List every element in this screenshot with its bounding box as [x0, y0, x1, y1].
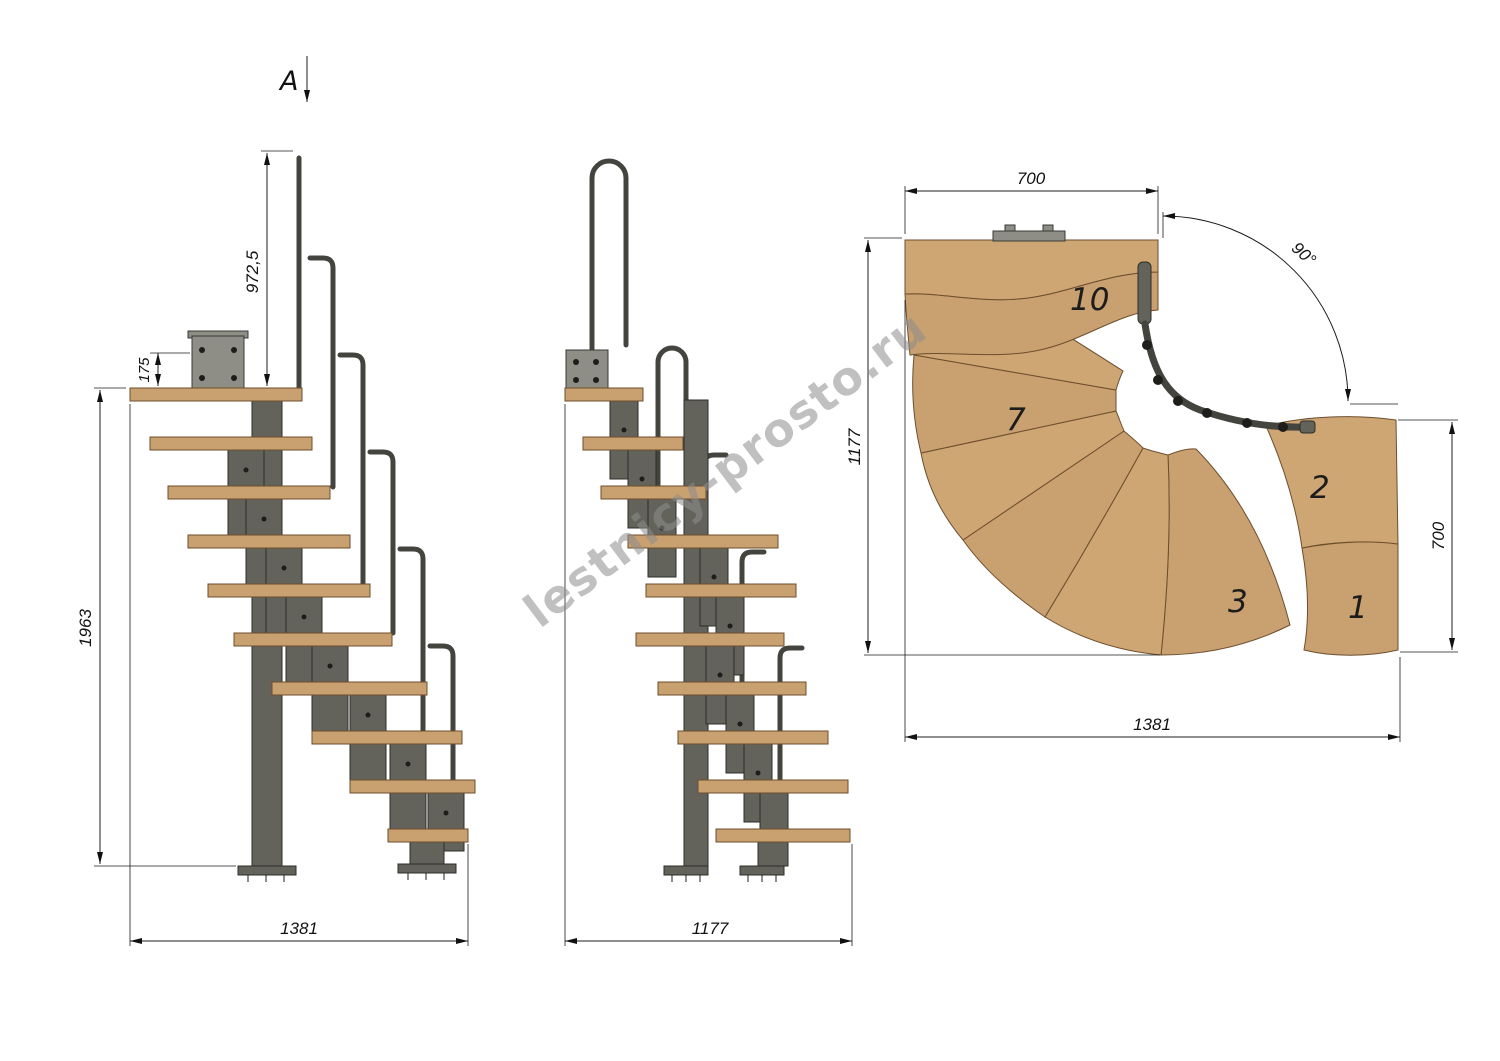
tread-board	[187, 534, 351, 549]
side-elevation-view: A	[76, 56, 476, 946]
plan-tread-3	[1160, 448, 1291, 656]
tread-number: 1	[1348, 590, 1368, 626]
tread-board	[233, 632, 393, 647]
dim-text-front-total-width: 1177	[692, 919, 729, 938]
tread-board	[715, 828, 851, 843]
tread-stack	[564, 387, 851, 843]
plan-landing	[904, 239, 1159, 301]
dim-text-top-step-height: 175	[136, 357, 153, 383]
wall-bracket	[187, 330, 249, 391]
front-elevation-view: 1177	[564, 158, 853, 946]
plan-handrail	[1137, 261, 1316, 434]
dim-text-plan-bottom-width: 1381	[1133, 715, 1171, 734]
tread-number: 2	[1310, 470, 1330, 506]
tread-number: 7	[1006, 402, 1026, 438]
tread-board	[627, 534, 779, 549]
dim-text-plan-left-depth: 1177	[845, 428, 864, 465]
wall-bracket	[565, 349, 609, 389]
wall-bracket	[992, 224, 1066, 242]
dim-side-total-run: 1381	[129, 404, 469, 946]
dim-turn-angle: 90°	[1162, 212, 1398, 405]
dim-text-plan-top-width: 700	[1017, 169, 1046, 188]
dim-plan-right-depth: 700	[1398, 419, 1458, 653]
plan-view: 10 7 2 3 1 700 1177 90° 700	[845, 169, 1458, 742]
tread-board	[635, 632, 785, 647]
tread-board	[564, 387, 644, 402]
tread-board	[167, 485, 331, 500]
dim-text-total-height: 1963	[76, 609, 95, 647]
dim-plan-left-depth: 1177	[845, 237, 1160, 656]
tread-board	[677, 730, 829, 745]
tread-board	[387, 828, 469, 843]
section-cut-arrow-icon: A	[278, 56, 310, 102]
dim-top-step-height: 175	[136, 352, 190, 386]
dim-text-plan-right-depth: 700	[1429, 521, 1448, 550]
handrail	[296, 155, 456, 832]
tread-board	[311, 730, 463, 745]
dim-text-side-total-run: 1381	[280, 919, 318, 938]
tread-stack	[129, 387, 476, 843]
dim-front-total-width: 1177	[564, 404, 853, 946]
tread-board	[129, 387, 303, 402]
tread-board	[645, 583, 797, 598]
tread-number: 3	[1228, 584, 1248, 620]
dim-plan-bottom-width: 1381	[904, 300, 1401, 742]
tread-board	[600, 485, 707, 500]
dim-plan-top-width: 700	[904, 169, 1159, 234]
dim-text-turn-angle: 90°	[1288, 238, 1320, 269]
tread-board	[349, 779, 476, 794]
dim-total-height: 1963	[76, 387, 236, 867]
tread-board	[207, 583, 371, 598]
plan-tread-2	[1265, 416, 1399, 549]
tread-board	[582, 436, 684, 451]
dim-text-handrail-height: 972,5	[243, 250, 262, 293]
tread-board	[149, 436, 313, 451]
section-label: A	[278, 66, 298, 97]
tread-number: 10	[1070, 282, 1109, 318]
tread-board	[657, 681, 807, 696]
tread-board	[271, 681, 428, 696]
dim-handrail-height: 972,5	[243, 150, 293, 386]
tread-board	[697, 779, 849, 794]
